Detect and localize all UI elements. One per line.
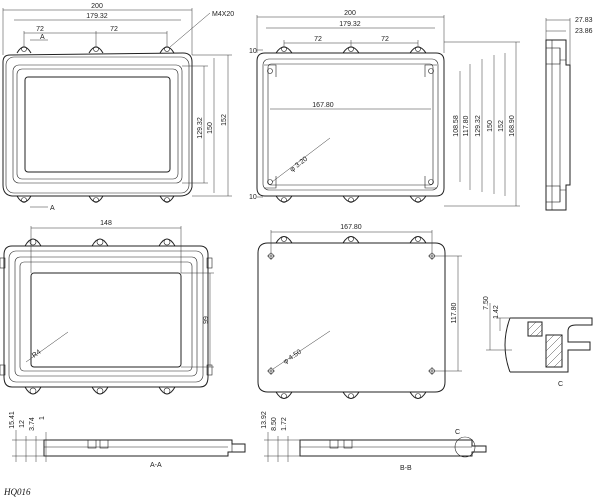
bb-detail-mark: C — [455, 429, 460, 436]
mid-left-view: 148 99 R4 — [0, 220, 214, 395]
tr-height-2: 129.32 — [475, 115, 482, 137]
mid-right-view: 167.80 117.80 φ 4.50 — [257, 224, 462, 399]
tl-height-inner: 129.32 — [197, 117, 204, 139]
bb-dim-0: 13.92 — [261, 411, 268, 429]
ml-height: 99 — [203, 316, 210, 324]
ml-width: 148 — [100, 220, 112, 227]
tl-inner-width: 179.32 — [86, 13, 108, 20]
tl-overall-width: 200 — [91, 3, 103, 10]
tr-height-3: 150 — [487, 120, 494, 132]
tr-height-1: 117.80 — [463, 115, 470, 136]
aa-dim-2: 3.74 — [29, 417, 36, 431]
tl-section-mark-bottom: A — [50, 205, 55, 212]
top-left-view: 200 179.32 72 72 M4X20 A A 129.32 150 15… — [2, 3, 234, 212]
ml-corner-radius: R4 — [31, 349, 42, 360]
detail-c-label: C — [558, 381, 563, 388]
section-aa-view: 15.41 12 3.74 1 A-A — [9, 411, 246, 469]
bb-dim-2: 1.72 — [281, 417, 288, 431]
tr-height-4: 152 — [498, 120, 505, 132]
tl-pitch-right: 72 — [110, 26, 118, 33]
side-view: 27.83 23.86 — [545, 17, 593, 211]
tr-pitch-left: 72 — [314, 36, 322, 43]
tr-window-width: 167.80 — [312, 102, 334, 109]
mr-width: 167.80 — [340, 224, 362, 231]
side-dim-total: 27.83 — [575, 17, 593, 24]
top-left-flange — [2, 52, 193, 197]
mr-hole-dia: φ 4.50 — [282, 349, 303, 366]
tl-height-b: 152 — [221, 114, 228, 126]
bb-dim-1: 8.50 — [271, 417, 278, 431]
tr-overall-width: 200 — [344, 10, 356, 17]
tr-inner-width: 179.32 — [339, 21, 361, 28]
detail-c-view: 7.50 1.42 C — [483, 296, 593, 388]
detail-c-dim-b: 1.42 — [493, 305, 500, 319]
section-bb-label: B-B — [400, 465, 412, 472]
part-code: HQ016 — [3, 487, 31, 497]
tl-pitch-left: 72 — [36, 26, 44, 33]
section-aa-label: A-A — [150, 462, 162, 469]
section-bb-view: 13.92 8.50 1.72 C B-B — [261, 411, 487, 472]
tr-height-0: 108.58 — [453, 115, 460, 137]
mid-right-flange — [257, 242, 446, 393]
top-right-flange — [256, 52, 445, 197]
tr-height-5: 168.90 — [509, 115, 516, 137]
tr-edge-offset-bottom: 10 — [249, 194, 257, 201]
tr-pitch-right: 72 — [381, 36, 389, 43]
tl-section-mark-top: A — [40, 34, 45, 41]
aa-dim-1: 12 — [19, 420, 26, 428]
detail-c-dim-a: 7.50 — [483, 296, 490, 310]
mid-left-flange — [3, 245, 209, 388]
side-dim-inner: 23.86 — [575, 28, 593, 35]
tr-hole-dia: φ 3.20 — [289, 156, 309, 174]
tr-edge-offset-top: 10 — [249, 48, 257, 55]
top-right-view: 200 179.32 72 72 167.80 φ 3.20 10 10 108… — [249, 10, 520, 207]
tl-thread-callout: M4X20 — [212, 11, 234, 18]
mr-height: 117.80 — [451, 302, 458, 323]
aa-dim-0: 15.41 — [9, 411, 16, 429]
aa-dim-3: 1 — [39, 416, 46, 420]
tl-height-a: 150 — [207, 122, 214, 134]
